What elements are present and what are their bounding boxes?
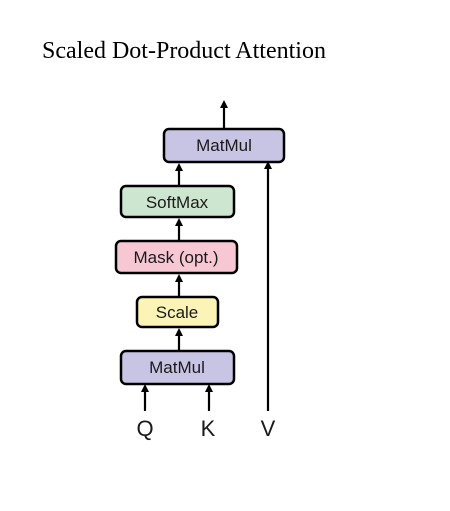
- matmul-bottom-rect: [119, 349, 236, 386]
- matmul-top-rect: [162, 127, 286, 164]
- mask-label: Mask (opt.): [133, 248, 218, 267]
- matmul-top-label: MatMul: [196, 136, 252, 155]
- scale-box: Scale: [135, 295, 220, 329]
- diagram-title: Scaled Dot-Product Attention: [42, 38, 326, 64]
- matmul-top-box: MatMul: [162, 127, 286, 164]
- input-v-label: V: [261, 416, 276, 441]
- input-k-label: K: [201, 416, 216, 441]
- input-q-label: Q: [136, 416, 153, 441]
- softmax-rect: [119, 184, 236, 219]
- scale-rect: [135, 295, 220, 329]
- softmax-label: SoftMax: [146, 193, 209, 212]
- scale-label: Scale: [156, 303, 199, 322]
- matmul-bottom-box: MatMul: [119, 349, 236, 386]
- matmul-bottom-label: MatMul: [149, 358, 205, 377]
- mask-rect: [114, 239, 239, 275]
- softmax-box: SoftMax: [119, 184, 236, 219]
- mask-box: Mask (opt.): [114, 239, 239, 275]
